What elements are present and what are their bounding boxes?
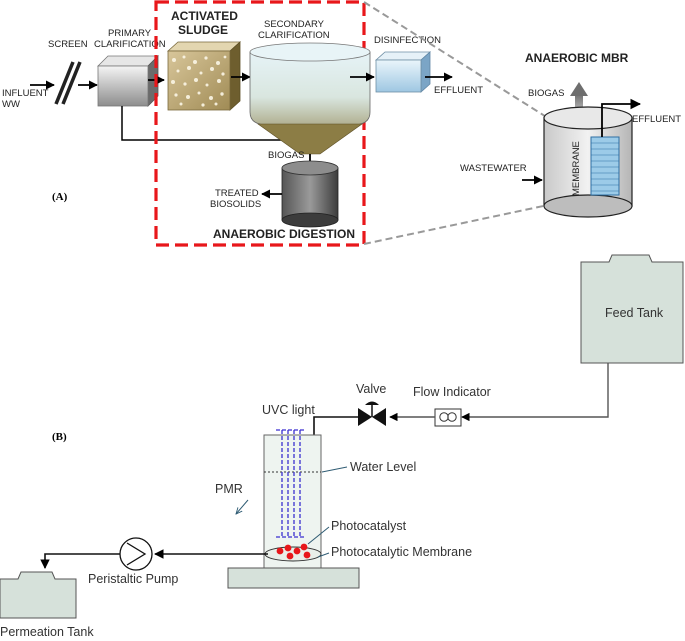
effluent-label: EFFLUENT	[434, 85, 483, 96]
feed-tank	[580, 254, 684, 364]
pump-to-tank-line	[40, 553, 120, 569]
permeation-tank-label: Permeation Tank	[0, 625, 94, 639]
pmr-pointer	[236, 499, 249, 514]
anaerobic-digestion-label: ANAEROBIC DIGESTION	[213, 227, 355, 241]
secondary-clarifier	[249, 42, 371, 155]
mbr-effluent-label: EFFLUENT	[632, 114, 681, 125]
valve-label: Valve	[356, 382, 386, 396]
peristaltic-pump-icon	[119, 537, 153, 571]
treated-label: TREATED	[215, 188, 259, 199]
biogas-arrow-icon	[570, 82, 588, 114]
uvc-light-label: UVC light	[262, 403, 315, 417]
photocatalyst-particles	[276, 543, 311, 560]
feed-tank-label: Feed Tank	[605, 306, 664, 320]
disinfection-label: DISINFECTION	[374, 35, 441, 46]
secondary-label: SECONDARY	[264, 19, 325, 30]
panel-b: (B) Feed Tank Flow Indicator Valve	[0, 254, 684, 639]
sludge-line	[121, 106, 310, 141]
mbr-biogas-label: BIOGAS	[528, 88, 564, 99]
biosolids-label: BIOSOLIDS	[210, 199, 261, 210]
influent-ww-label: WW	[2, 99, 20, 110]
valve-icon	[358, 401, 386, 426]
panel-b-label: (B)	[52, 431, 67, 443]
pmr-label: PMR	[215, 482, 243, 496]
photocatalyst-pointer	[307, 526, 330, 545]
influent-label: INFLUENT	[2, 88, 49, 99]
screen-label: SCREEN	[48, 39, 88, 50]
zoom-line-bottom	[363, 204, 549, 245]
photocatalytic-membrane-label: Photocatalytic Membrane	[331, 545, 472, 559]
anaerobic-mbr-reactor: MEMBRANE	[543, 106, 633, 218]
permeation-tank	[0, 571, 77, 619]
flow-indicator-label: Flow Indicator	[413, 385, 491, 399]
panel-a: (A) INFLUENT WW SCREEN PRIMARY CLARIFICA…	[2, 0, 681, 247]
mbr-title: ANAEROBIC MBR	[525, 51, 629, 65]
activated-label: ACTIVATED	[171, 9, 238, 23]
anaerobic-digester	[281, 160, 339, 228]
primary-label: PRIMARY	[108, 28, 152, 39]
mbr-effluent-arrow	[601, 98, 642, 137]
activated-sludge-dashed-box	[154, 0, 366, 247]
activated-sludge-tank	[166, 41, 242, 111]
feed-line	[461, 363, 609, 422]
water-level-pointer	[321, 466, 348, 473]
reactor-base	[227, 567, 360, 589]
panel-a-label: (A)	[52, 191, 68, 203]
water-level-label: Water Level	[350, 460, 416, 474]
photocatalytic-membrane	[264, 546, 322, 562]
membrane-label: MEMBRANE	[571, 141, 582, 196]
zoom-line-top	[363, 1, 549, 119]
disinfection-tank	[374, 51, 432, 93]
secondary-clarification-label: CLARIFICATION	[258, 30, 330, 41]
primary-clarifier	[97, 55, 159, 107]
pmr-reactor	[263, 434, 322, 569]
membrane-module	[590, 136, 620, 196]
uvc-lamp	[276, 429, 306, 538]
sludge-label: SLUDGE	[178, 23, 228, 37]
biogas-label: BIOGAS	[268, 150, 304, 161]
flow-indicator-icon	[434, 408, 462, 427]
photocatalyst-label: Photocatalyst	[331, 519, 407, 533]
screen-icon	[54, 61, 82, 105]
mbr-wastewater-label: WASTEWATER	[460, 163, 527, 174]
membrane-pointer	[317, 552, 330, 558]
clarification-label: CLARIFICATION	[94, 39, 166, 50]
peristaltic-pump-label: Peristaltic Pump	[88, 572, 178, 586]
